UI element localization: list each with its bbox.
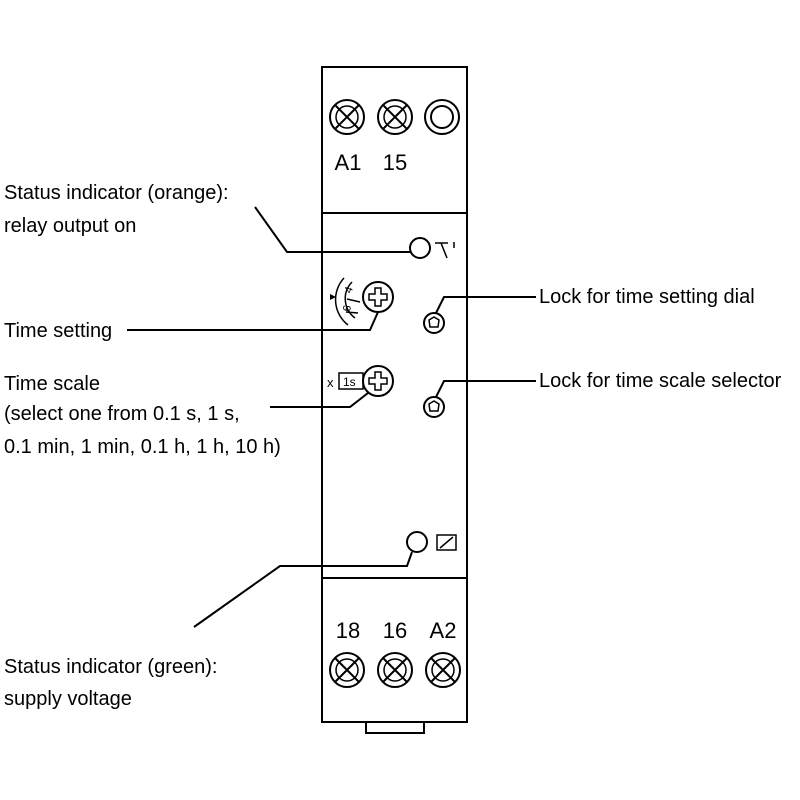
- dial-knob-icon[interactable]: [362, 281, 394, 313]
- terminal-screw-icon[interactable]: [329, 99, 365, 135]
- label-status-orange-line2: relay output on: [4, 215, 136, 237]
- terminal-label-15: 15: [383, 150, 407, 175]
- scale-prefix: x: [327, 375, 334, 390]
- lock-screw-icon[interactable]: [423, 312, 445, 334]
- leader-lines: [127, 206, 536, 628]
- label-time-setting: Time setting: [4, 320, 112, 342]
- dial-mark-4: 4: [343, 285, 356, 295]
- scale-value: 1s: [343, 375, 356, 389]
- dial-mark-6: 6: [341, 304, 354, 312]
- terminal-screw-icon[interactable]: [425, 652, 461, 688]
- status-indicator-orange: [409, 237, 431, 259]
- label-time-scale-line2: (select one from 0.1 s, 1 s,: [4, 403, 240, 425]
- blank-terminal-icon: [424, 99, 460, 135]
- label-status-orange-line1: Status indicator (orange):: [4, 182, 229, 204]
- device-housing: [321, 66, 468, 734]
- terminal-label-a1: A1: [335, 150, 362, 175]
- status-indicator-green: [406, 531, 428, 553]
- bottom-terminal-block: 18 16 A2: [329, 618, 461, 688]
- relay-contact-icon: [435, 242, 455, 259]
- label-status-green-line2: supply voltage: [4, 688, 132, 710]
- time-setting-dial[interactable]: 4 6: [330, 277, 394, 326]
- terminal-screw-icon[interactable]: [377, 652, 413, 688]
- label-status-green-line1: Status indicator (green):: [4, 656, 217, 678]
- top-terminal-block: A1 15: [329, 99, 460, 175]
- label-lock-dial: Lock for time setting dial: [539, 286, 755, 308]
- label-time-scale-line1: Time scale: [4, 373, 100, 395]
- terminal-screw-icon[interactable]: [377, 99, 413, 135]
- label-lock-scale: Lock for time scale selector: [539, 370, 782, 392]
- terminal-label-18: 18: [336, 618, 360, 643]
- terminal-label-16: 16: [383, 618, 407, 643]
- dial-pointer-icon: [330, 294, 336, 300]
- label-time-scale-line3: 0.1 min, 1 min, 0.1 h, 1 h, 10 h): [4, 436, 281, 458]
- terminal-label-a2: A2: [430, 618, 457, 643]
- relay-coil-icon: [436, 534, 457, 551]
- time-scale-selector[interactable]: x 1s: [327, 365, 394, 397]
- lock-screw-icon[interactable]: [423, 396, 445, 418]
- terminal-screw-icon[interactable]: [329, 652, 365, 688]
- scale-knob-icon[interactable]: [362, 365, 394, 397]
